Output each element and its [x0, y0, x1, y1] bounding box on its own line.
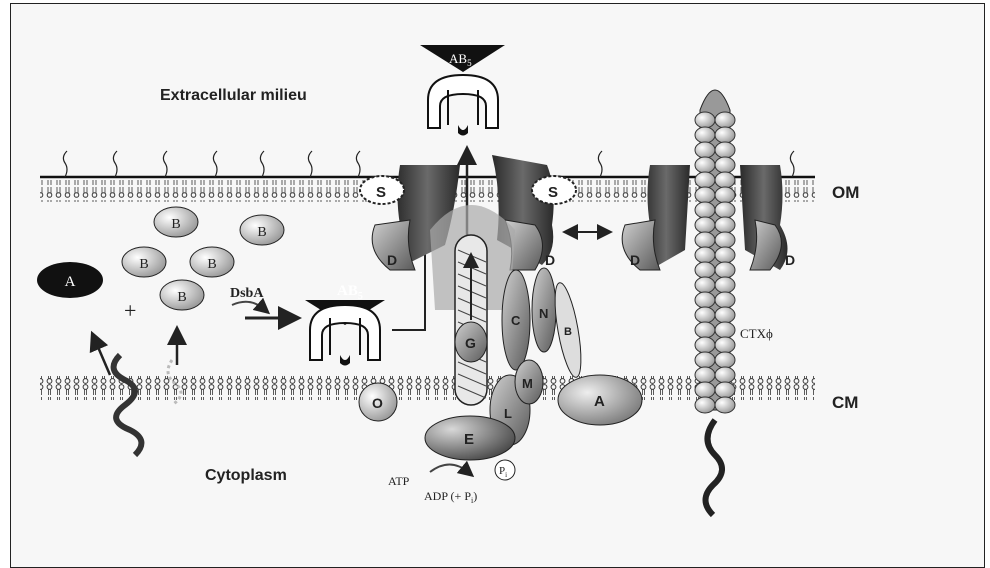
- capsid-bead: [695, 337, 715, 353]
- capsid-bead: [695, 292, 715, 308]
- b-subunit-label: B: [257, 225, 266, 240]
- d-subunit-label: D: [785, 252, 795, 268]
- capsid-bead: [715, 397, 735, 413]
- capsid-bead: [715, 187, 735, 203]
- capsid-bead: [695, 142, 715, 158]
- capsid-bead: [715, 277, 735, 293]
- a-membrane-label: A: [594, 393, 605, 410]
- toxin-a-label: A: [65, 274, 76, 290]
- capsid-bead: [715, 217, 735, 233]
- capsid-bead: [695, 232, 715, 248]
- capsid-bead: [715, 247, 735, 263]
- m-subunit-label: M: [522, 376, 533, 391]
- capsid-bead: [695, 187, 715, 203]
- capsid-bead: [715, 292, 735, 308]
- ab5-toxin-periplasm: AB5: [305, 283, 385, 366]
- capsid-bead: [695, 217, 715, 233]
- pseudopilus: G: [455, 235, 487, 405]
- dsba-arrow: [232, 302, 264, 309]
- capsid-bead: [695, 397, 715, 413]
- d-subunit-label: D: [630, 252, 640, 268]
- capsid-bead: [715, 367, 735, 383]
- capsid-bead: [695, 127, 715, 143]
- capsid-bead: [695, 382, 715, 398]
- capsid-bead: [715, 202, 735, 218]
- capsid-bead: [715, 142, 735, 158]
- ctx-phage: [695, 90, 735, 515]
- phage-dna: [706, 420, 723, 515]
- capsid-bead: [695, 277, 715, 293]
- capsid-bead: [695, 157, 715, 173]
- capsid-bead: [695, 247, 715, 263]
- capsid-bead: [715, 337, 735, 353]
- d-subunit-label: D: [545, 252, 555, 268]
- atp-label: ATP: [388, 474, 410, 488]
- capsid-bead: [695, 322, 715, 338]
- adp-label: ADP (+ Pi): [424, 489, 477, 505]
- om-label: OM: [832, 183, 859, 202]
- ab5-toxin-secreted: AB5: [420, 45, 505, 136]
- ab5-label-periplasm: AB5: [337, 283, 363, 302]
- capsid-bead: [695, 262, 715, 278]
- extracellular-label: Extracellular milieu: [160, 87, 307, 104]
- polypeptide-chain: [114, 355, 142, 455]
- capsid-bead: [715, 127, 735, 143]
- capsid-bead: [695, 307, 715, 323]
- c-subunit-label: C: [511, 313, 521, 328]
- capsid-bead: [715, 382, 735, 398]
- e-atpase: E ATP ADP (+ Pi) Pi: [388, 416, 515, 505]
- cytoplasm-label: Cytoplasm: [205, 467, 287, 484]
- b-pilot-label: B: [564, 326, 572, 338]
- capsid-bead: [715, 112, 735, 128]
- cm-label: CM: [832, 393, 858, 412]
- capsid-bead: [695, 112, 715, 128]
- capsid-bead: [695, 172, 715, 188]
- toxin-subunits: A B B B B B +: [37, 207, 284, 323]
- capsid-bead: [715, 352, 735, 368]
- capsid-bead: [695, 367, 715, 383]
- g-subunit-label: G: [465, 335, 476, 351]
- s-subunit-label: S: [548, 184, 558, 201]
- dsba-label: DsbA: [230, 286, 264, 301]
- d-subunit-label: D: [387, 252, 397, 268]
- capsid-bead: [715, 172, 735, 188]
- b-subunit-label: B: [207, 257, 216, 272]
- b-subunit-label: B: [171, 217, 180, 232]
- b-subunit-label: B: [139, 257, 148, 272]
- capsid-bead: [695, 202, 715, 218]
- o-subunit-label: O: [372, 395, 383, 411]
- capsid-bead: [715, 262, 735, 278]
- s-subunit-label: S: [376, 184, 386, 201]
- capsid-bead: [715, 307, 735, 323]
- capsid-bead: [715, 157, 735, 173]
- n-subunit-label: N: [539, 306, 548, 321]
- l-subunit-label: L: [504, 406, 512, 421]
- capsid-bead: [715, 322, 735, 338]
- ctx-label: CTXϕ: [740, 326, 773, 341]
- plus-sign: +: [124, 298, 136, 323]
- b-subunit-label: B: [177, 290, 186, 305]
- capsid-bead: [695, 352, 715, 368]
- e-subunit-label: E: [464, 431, 474, 448]
- capsid-bead: [715, 232, 735, 248]
